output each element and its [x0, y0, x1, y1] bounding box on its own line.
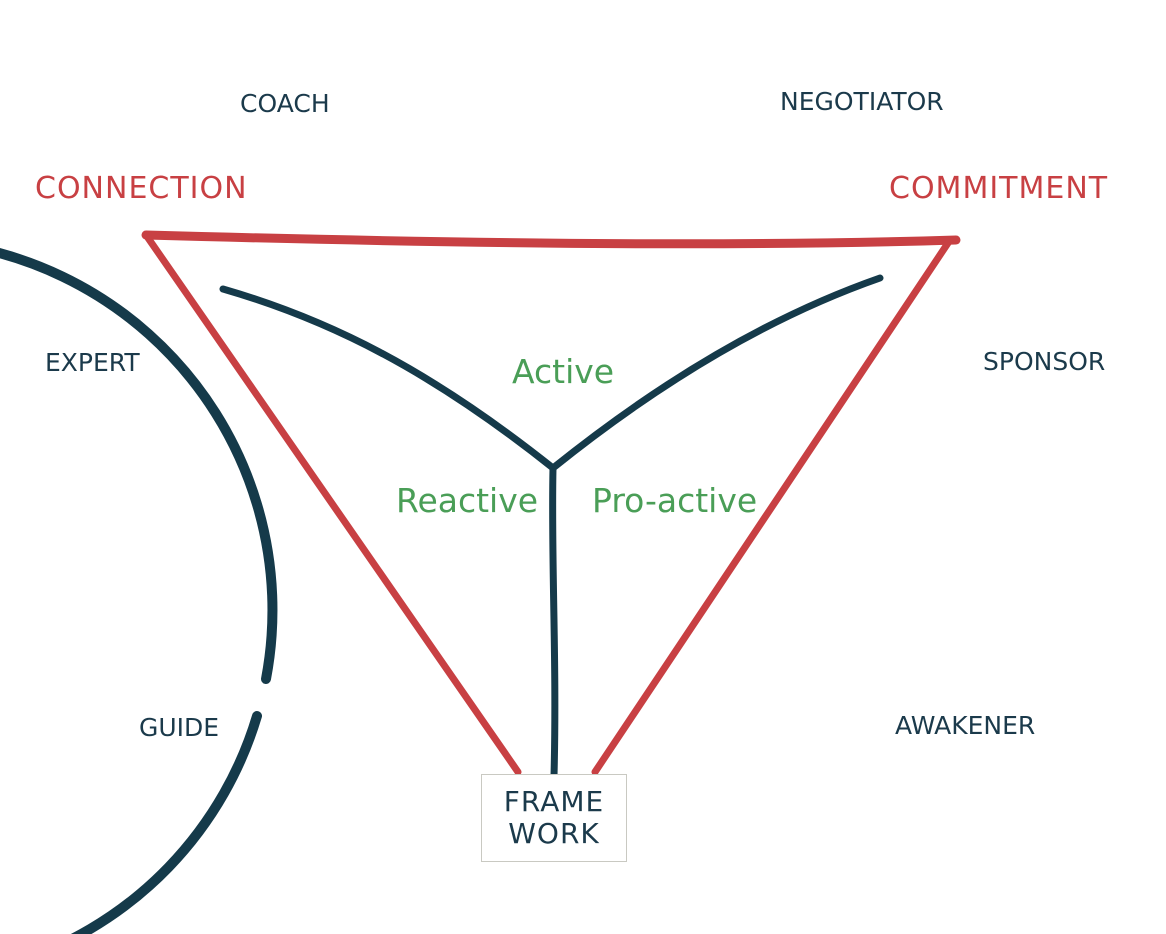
divider-bottom — [549, 464, 559, 780]
label-coach: COACH — [240, 89, 330, 118]
label-negotiator: NEGOTIATOR — [780, 87, 944, 116]
framework-box: FRAME WORK — [481, 774, 627, 862]
label-commitment: COMMITMENT — [889, 171, 1109, 206]
label-awakener: AWAKENER — [895, 711, 1036, 740]
triangle-right-edge — [591, 236, 954, 776]
label-proactive: Pro-active — [592, 481, 758, 520]
divider-left — [219, 285, 557, 472]
triangle-top-edge — [141, 230, 961, 249]
label-active: Active — [512, 352, 615, 391]
framework-line-2: WORK — [508, 817, 600, 850]
triangle-left-edge — [142, 231, 522, 776]
label-reactive: Reactive — [396, 481, 539, 520]
label-expert: EXPERT — [45, 348, 140, 377]
label-sponsor: SPONSOR — [983, 347, 1106, 376]
circle-outline — [0, 248, 278, 934]
framework-line-1: FRAME — [503, 785, 605, 818]
divider-right — [549, 274, 884, 472]
label-connection: CONNECTION — [35, 171, 248, 206]
label-guide: GUIDE — [139, 713, 220, 742]
